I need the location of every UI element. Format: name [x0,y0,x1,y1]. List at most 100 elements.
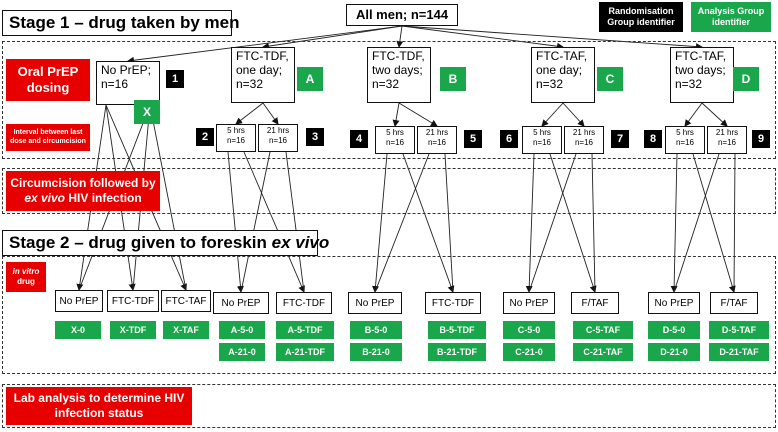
analysis-group-A: A [297,67,323,91]
arm-5-line: two days; [675,62,726,77]
randomisation-id-5: 5 [464,130,482,148]
subgroup-to-drug-arrow [528,153,577,293]
subgroup-n: n=16 [717,138,737,148]
subgroup-time: 5 hrs [676,128,694,137]
arm-3-line: n=32 [372,76,400,91]
analysis-code-B-5-0: B-5-0 [350,321,402,339]
root-all-men: All men; n=144 [346,4,458,26]
randomisation-id-1: 1 [166,70,184,88]
subgroup-to-drug-arrow [525,153,535,293]
legend-randomisation: Randomisation Group identifier [599,2,683,32]
arm-5-line: n=32 [675,76,703,91]
randomisation-id-6: 6 [500,130,518,148]
ex-vivo-drug-box-11: F/TAF [710,292,758,314]
subgroup-time: 21 hrs [572,128,596,137]
analysis-code-D-5-TAF: D-5-TAF [709,321,769,339]
section-lab-analysis [2,384,776,428]
subgroup-to-drug-arrow [692,153,736,293]
analysis-code-D-5-0: D-5-0 [648,321,700,339]
subgroup-time: 5 hrs [227,126,245,135]
legend-analysis: Analysis Group identifier [691,2,771,32]
ex-vivo-drug-box-8: No PrEP [503,292,555,314]
analysis-code-C-21-0: C-21-0 [503,343,555,361]
circumcision-text: Circumcision followed by ex vivo HIV inf… [6,176,160,206]
arm-2-line: n=32 [236,76,264,91]
subgroup-to-drug-arrow [402,153,455,293]
subgroup-to-drug-arrow [670,153,678,293]
section-ex-vivo [2,256,776,374]
oral-prep-label: Oral PrEP dosing [6,59,90,101]
arm-1-line: n=16 [101,76,129,91]
root-to-arm-arrow [262,25,403,50]
arm-4-line: n=32 [536,76,564,91]
randomisation-id-8: 8 [644,130,662,148]
analysis-code-C-21-TAF: C-21-TAF [573,343,633,361]
randomisation-id-2: 2 [196,128,214,146]
legend-analysis-text: Analysis Group identifier [697,6,765,27]
analysis-code-A-5-TDF: A-5-TDF [276,321,334,339]
analysis-group-X: X [134,100,160,124]
subgroup-n: n=16 [532,138,552,148]
arm-to-subgroup-arrow [541,102,564,127]
subgroup-to-drug-arrow [285,151,305,293]
ex-vivo-drug-box-9: F/TAF [571,292,619,314]
subgroup-n: n=16 [574,138,594,148]
ex-vivo-drug-box-3: FTC-TAF [161,290,211,312]
subgroup-to-drug-arrow [243,151,305,293]
circumcision-label: Circumcision followed by ex vivo HIV inf… [6,171,160,211]
analysis-group-D: D [733,67,759,91]
randomisation-id-9: 9 [752,130,770,148]
arm-to-subgroup-arrow [392,102,400,127]
subgroup-to-drug-arrow [372,153,388,293]
arm-to-subgroup-arrow [562,102,585,127]
root-label: All men; n=144 [355,7,449,22]
randomisation-id-7: 7 [611,130,629,148]
randomisation-id-3: 3 [306,128,324,146]
randomisation-id-4: 4 [350,130,368,148]
arm-5-line: FTC-TAF, [675,49,727,63]
section-circumcision [2,168,776,214]
analysis-code-X-TDF: X-TDF [110,321,156,339]
subgroup-time: 21 hrs [425,128,449,137]
drug-text: drug [17,277,35,286]
arm-2-line: FTC-TDF, [236,49,289,63]
analysis-code-B-21-TDF: B-21-TDF [428,343,486,361]
ex-vivo-drug-box-1: No PrEP [55,290,103,312]
arm-box-4: FTC-TAF,one day;n=32 [531,47,595,103]
subgroup-n: n=16 [268,136,288,146]
arm-to-subgroup-arrow [235,102,264,125]
root-to-arm-arrow [401,25,564,50]
ex-vivo-drug-box-6: No PrEP [348,292,402,314]
analysis-code-D-21-0: D-21-0 [648,343,700,361]
arm-2-line: one day; [236,62,283,77]
arm-3-line: two days; [372,62,423,77]
subgroup-time: 21 hrs [266,126,290,135]
in-vitro-drug-label: in vitro drug [6,262,46,292]
arm-to-subgroup-arrow [262,102,279,125]
lab-analysis-text: Lab analysis to determine HIV infection … [13,391,185,420]
arm-4-line: one day; [536,62,583,77]
arm-3-line: FTC-TDF, [372,49,425,63]
arm-to-subgroup-arrow [701,102,728,127]
subgroup-time: 21 hrs [715,128,739,137]
subgroup-time: 5 hrs [386,128,404,137]
analysis-code-A-5-0: A-5-0 [219,321,265,339]
subgroup-to-drug-arrow [227,151,244,293]
ex-vivo-drug-box-4: No PrEP [213,292,269,314]
stage2-title-emph: ex vivo [271,233,330,252]
analysis-code-A-21-TDF: A-21-TDF [276,343,334,361]
section-oral-prep [2,41,776,159]
interval-text: Interval between last dose and circumcis… [10,128,86,145]
subgroup-n: n=16 [385,138,405,148]
x-to-drug-line [149,104,187,291]
in-vitro-text: in vitro [12,267,40,276]
circumcision-text-emph: ex vivo [24,191,66,205]
ex-vivo-drug-box-7: FTC-TDF [425,292,481,314]
analysis-group-B: B [440,67,466,91]
